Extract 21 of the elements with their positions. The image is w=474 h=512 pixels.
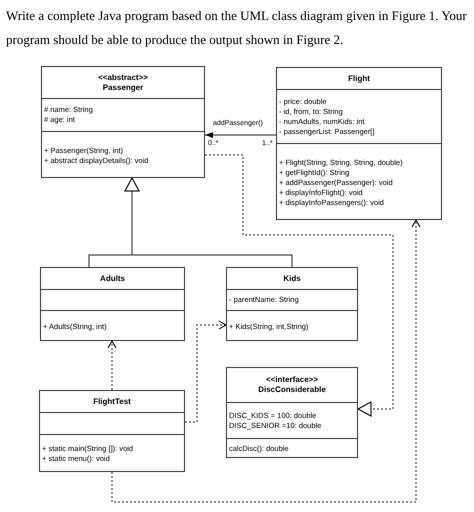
- class-name: DiscConsiderable: [258, 385, 326, 395]
- class-box: [276, 67, 442, 220]
- class-name: Adults: [100, 274, 125, 284]
- class-box: [39, 390, 185, 472]
- arrow: [124, 178, 292, 268]
- class-name: Flight: [348, 74, 370, 84]
- dashed-arrow: [108, 340, 116, 390]
- stereotype: <<abstract>>: [98, 72, 148, 82]
- dashed-arrow: [112, 220, 420, 502]
- stereotype: <<interface>>: [266, 375, 318, 385]
- question-text: Write a complete Java program based on the UML class diagram given in Figure 1. Your program should be able to produce the output shown in Figure 2.: [6, 7, 468, 49]
- arrow: [204, 132, 276, 138]
- class-box: [226, 367, 358, 458]
- class-name: Kids: [283, 274, 301, 284]
- dashed-arrow: [204, 154, 394, 416]
- class-name: FlightTest: [93, 396, 131, 406]
- dashed-arrow: [184, 320, 226, 422]
- class-name: Passenger: [102, 82, 144, 92]
- class-box: [226, 267, 358, 341]
- class-box: [40, 267, 185, 341]
- class-box: [41, 66, 205, 178]
